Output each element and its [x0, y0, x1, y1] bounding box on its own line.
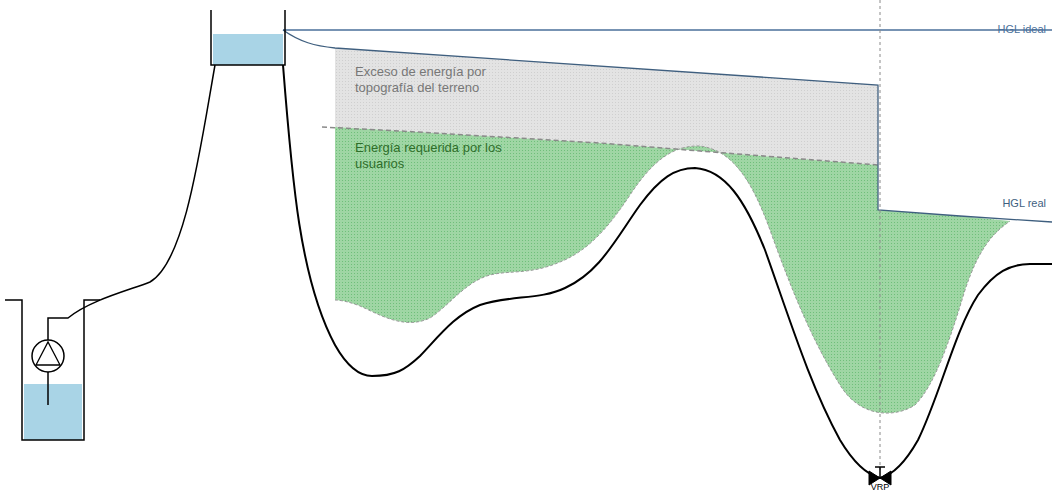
hgl-real-line — [283, 30, 1052, 222]
sump-water — [24, 384, 82, 440]
valve-axis — [880, 0, 881, 470]
valve-handle — [875, 466, 885, 468]
elevated-tank — [211, 10, 285, 65]
sump-tank — [5, 300, 100, 440]
pump-triangle — [36, 342, 60, 365]
supply-pipe — [48, 65, 215, 340]
terrain-profile — [283, 65, 1052, 478]
valve-label: VRP — [871, 482, 890, 493]
hgl-ideal-line — [283, 29, 1052, 30]
valve-stem — [879, 467, 881, 478]
line-label: HGL ideal — [997, 23, 1046, 36]
required-energy-area — [335, 127, 1010, 413]
line-label: HGL real — [1002, 197, 1046, 210]
area-label: Energía requerida por los usuarios — [355, 140, 505, 171]
terrain-offset-line — [335, 146, 1010, 413]
tank-water — [213, 34, 283, 65]
pump-intake — [47, 372, 49, 405]
area-label: Exceso de energía por topografía del ter… — [355, 64, 505, 95]
pump-symbol — [32, 340, 64, 372]
